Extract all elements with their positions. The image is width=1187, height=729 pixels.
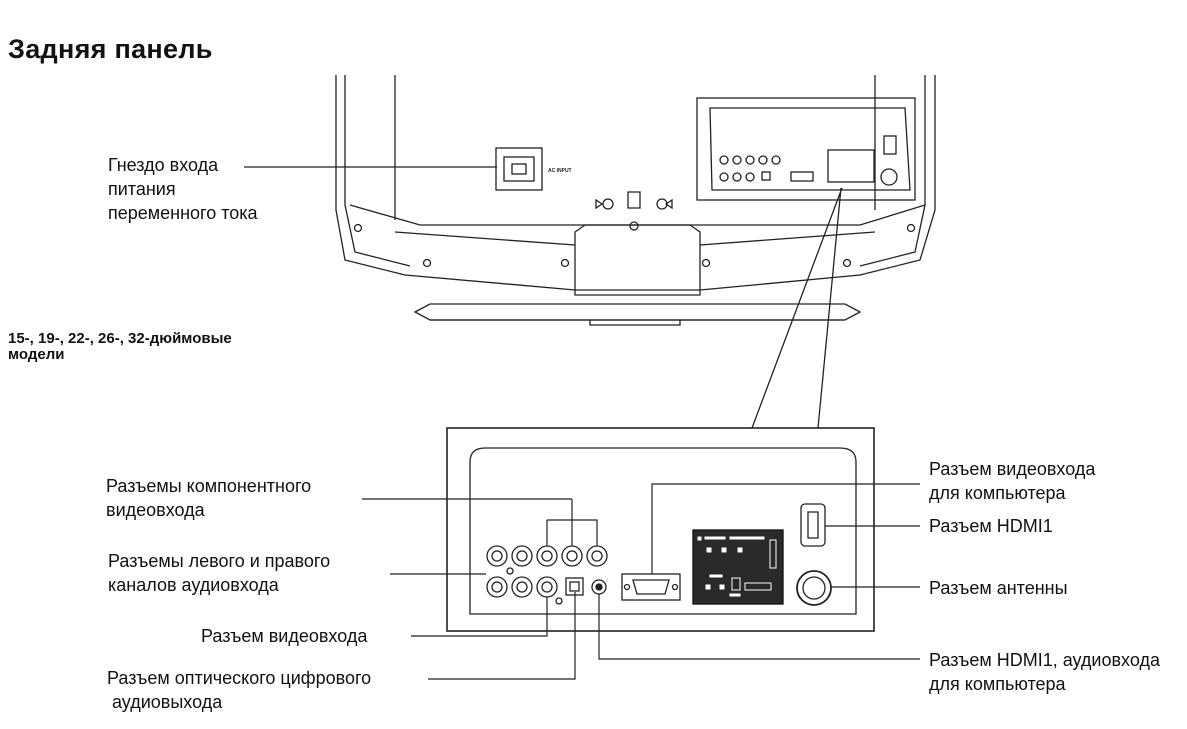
- tv-back: [335, 75, 936, 326]
- rca-jacks: [486, 545, 608, 605]
- label-optical-1: Разъем оптического цифрового: [107, 668, 372, 688]
- label-ac-power-2: питания: [108, 179, 176, 199]
- label-hdmi-pc-audio-2: для компьютера: [929, 674, 1066, 694]
- hdmi-port-icon: [800, 503, 826, 547]
- label-ac-power: Гнездо входа питания переменного тока: [108, 153, 258, 225]
- label-component: Разъемы компонентного видеовхода: [106, 474, 311, 522]
- models-line-1: 15-, 19-, 22-, 26-, 32-дюймовые: [8, 330, 232, 347]
- ac-input-socket-icon: [495, 147, 543, 191]
- label-hdmi-pc-audio: Разъем HDMI1, аудиовхода для компьютера: [929, 648, 1160, 696]
- label-video-in: Разъем видеовхода: [201, 624, 367, 648]
- ac-input-mark: AC INPUT: [548, 168, 572, 174]
- label-ac-power-1: Гнездо входа: [108, 155, 219, 175]
- tv-terminal-panel: [696, 97, 916, 201]
- mount-marks: [595, 191, 673, 210]
- zoom-lines: [751, 187, 843, 429]
- label-audio-lr: Разъемы левого и правого каналов аудиовх…: [108, 549, 330, 597]
- label-pc-video-1: Разъем видеовхода: [929, 459, 1096, 479]
- vga-port-icon: [621, 573, 681, 601]
- models-caption: 15-, 19-, 22-, 26-, 32-дюймовые модели: [8, 331, 232, 363]
- label-component-2: видеовхода: [106, 500, 205, 520]
- label-audio-lr-1: Разъемы левого и правого: [108, 551, 331, 571]
- label-antenna-1: Разъем антенны: [929, 578, 1068, 598]
- leader-lines: [244, 166, 920, 680]
- label-hdmi1: Разъем HDMI1: [929, 514, 1053, 538]
- label-pc-video: Разъем видеовхода для компьютера: [929, 457, 1095, 505]
- label-component-1: Разъемы компонентного: [106, 476, 312, 496]
- label-video-in-1: Разъем видеовхода: [201, 626, 368, 646]
- label-hdmi1-1: Разъем HDMI1: [929, 516, 1053, 536]
- label-antenna: Разъем антенны: [929, 576, 1068, 600]
- label-pc-video-2: для компьютера: [929, 483, 1066, 503]
- label-optical-2: аудиовыхода: [107, 692, 223, 712]
- label-hdmi-pc-audio-1: Разъем HDMI1, аудиовхода: [929, 650, 1160, 670]
- label-optical: Разъем оптического цифрового аудиовыхода: [107, 666, 371, 714]
- screw-icons: [353, 221, 916, 268]
- enlarged-panel: [446, 427, 875, 632]
- antenna-port-icon: [796, 570, 832, 606]
- label-audio-lr-2: каналов аудиовхода: [108, 575, 279, 595]
- models-line-2: модели: [8, 346, 65, 363]
- page-title: Задняя панель: [8, 34, 213, 64]
- label-ac-power-3: переменного тока: [108, 203, 258, 223]
- spec-label-block: [692, 529, 784, 605]
- spec-label-details: [697, 536, 777, 597]
